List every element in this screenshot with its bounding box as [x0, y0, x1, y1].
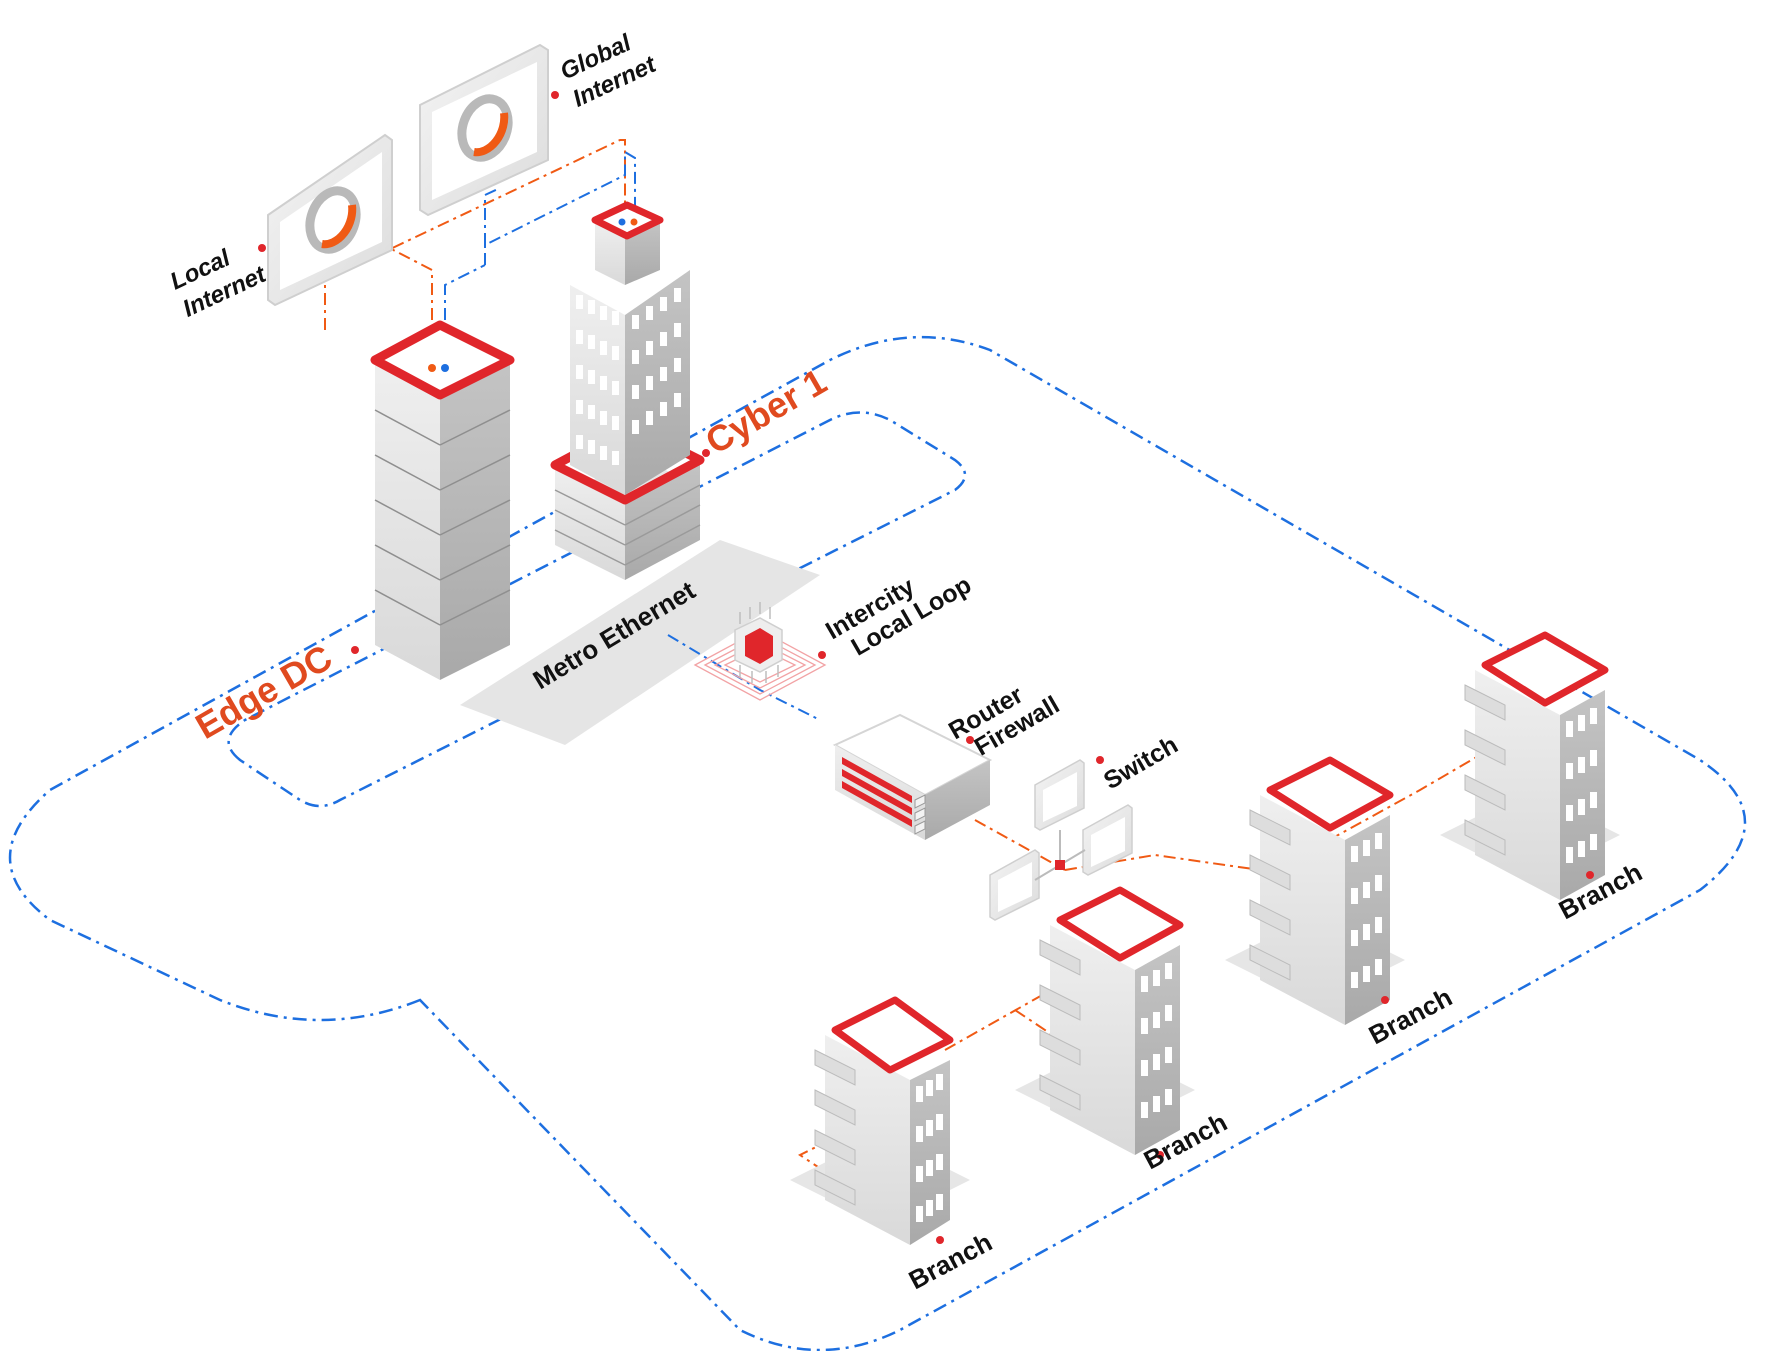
chip-icon: [734, 602, 783, 683]
svg-text:Intercity Local Loop: Intercity Local Loop: [821, 547, 976, 668]
branch-building-3[interactable]: [1225, 756, 1405, 1025]
branch-building-1[interactable]: [790, 996, 970, 1245]
inner-loop: [227, 411, 967, 808]
router-firewall-device[interactable]: [832, 713, 993, 840]
cyber-1-label: Cyber 1: [699, 360, 834, 462]
outer-loop: [8, 335, 1747, 1351]
branch-building-2[interactable]: [1015, 886, 1195, 1159]
svg-text:Global Internet: Global Internet: [556, 23, 661, 112]
cyber-1-building[interactable]: [550, 201, 710, 580]
branch-balconies: [814, 1049, 856, 1206]
ring-icon: [457, 94, 513, 162]
switch-icon: [989, 759, 1133, 921]
edge-dc-building[interactable]: [351, 320, 515, 680]
branch-building-4[interactable]: [1440, 631, 1620, 900]
global-internet-monitor[interactable]: [419, 43, 559, 217]
ring-icon: [305, 186, 361, 254]
svg-text:Local Internet: Local Internet: [166, 233, 271, 322]
intercity-chip[interactable]: [693, 602, 827, 701]
switch-label: Switch: [1099, 731, 1183, 796]
router-icon: [842, 757, 912, 827]
network-boundary: [8, 335, 1747, 1351]
edge-dc-label: Edge DC: [189, 636, 339, 747]
switch-device[interactable]: [989, 756, 1133, 921]
cyber-1-windows: [576, 288, 681, 465]
local-internet-monitor[interactable]: [258, 133, 393, 307]
